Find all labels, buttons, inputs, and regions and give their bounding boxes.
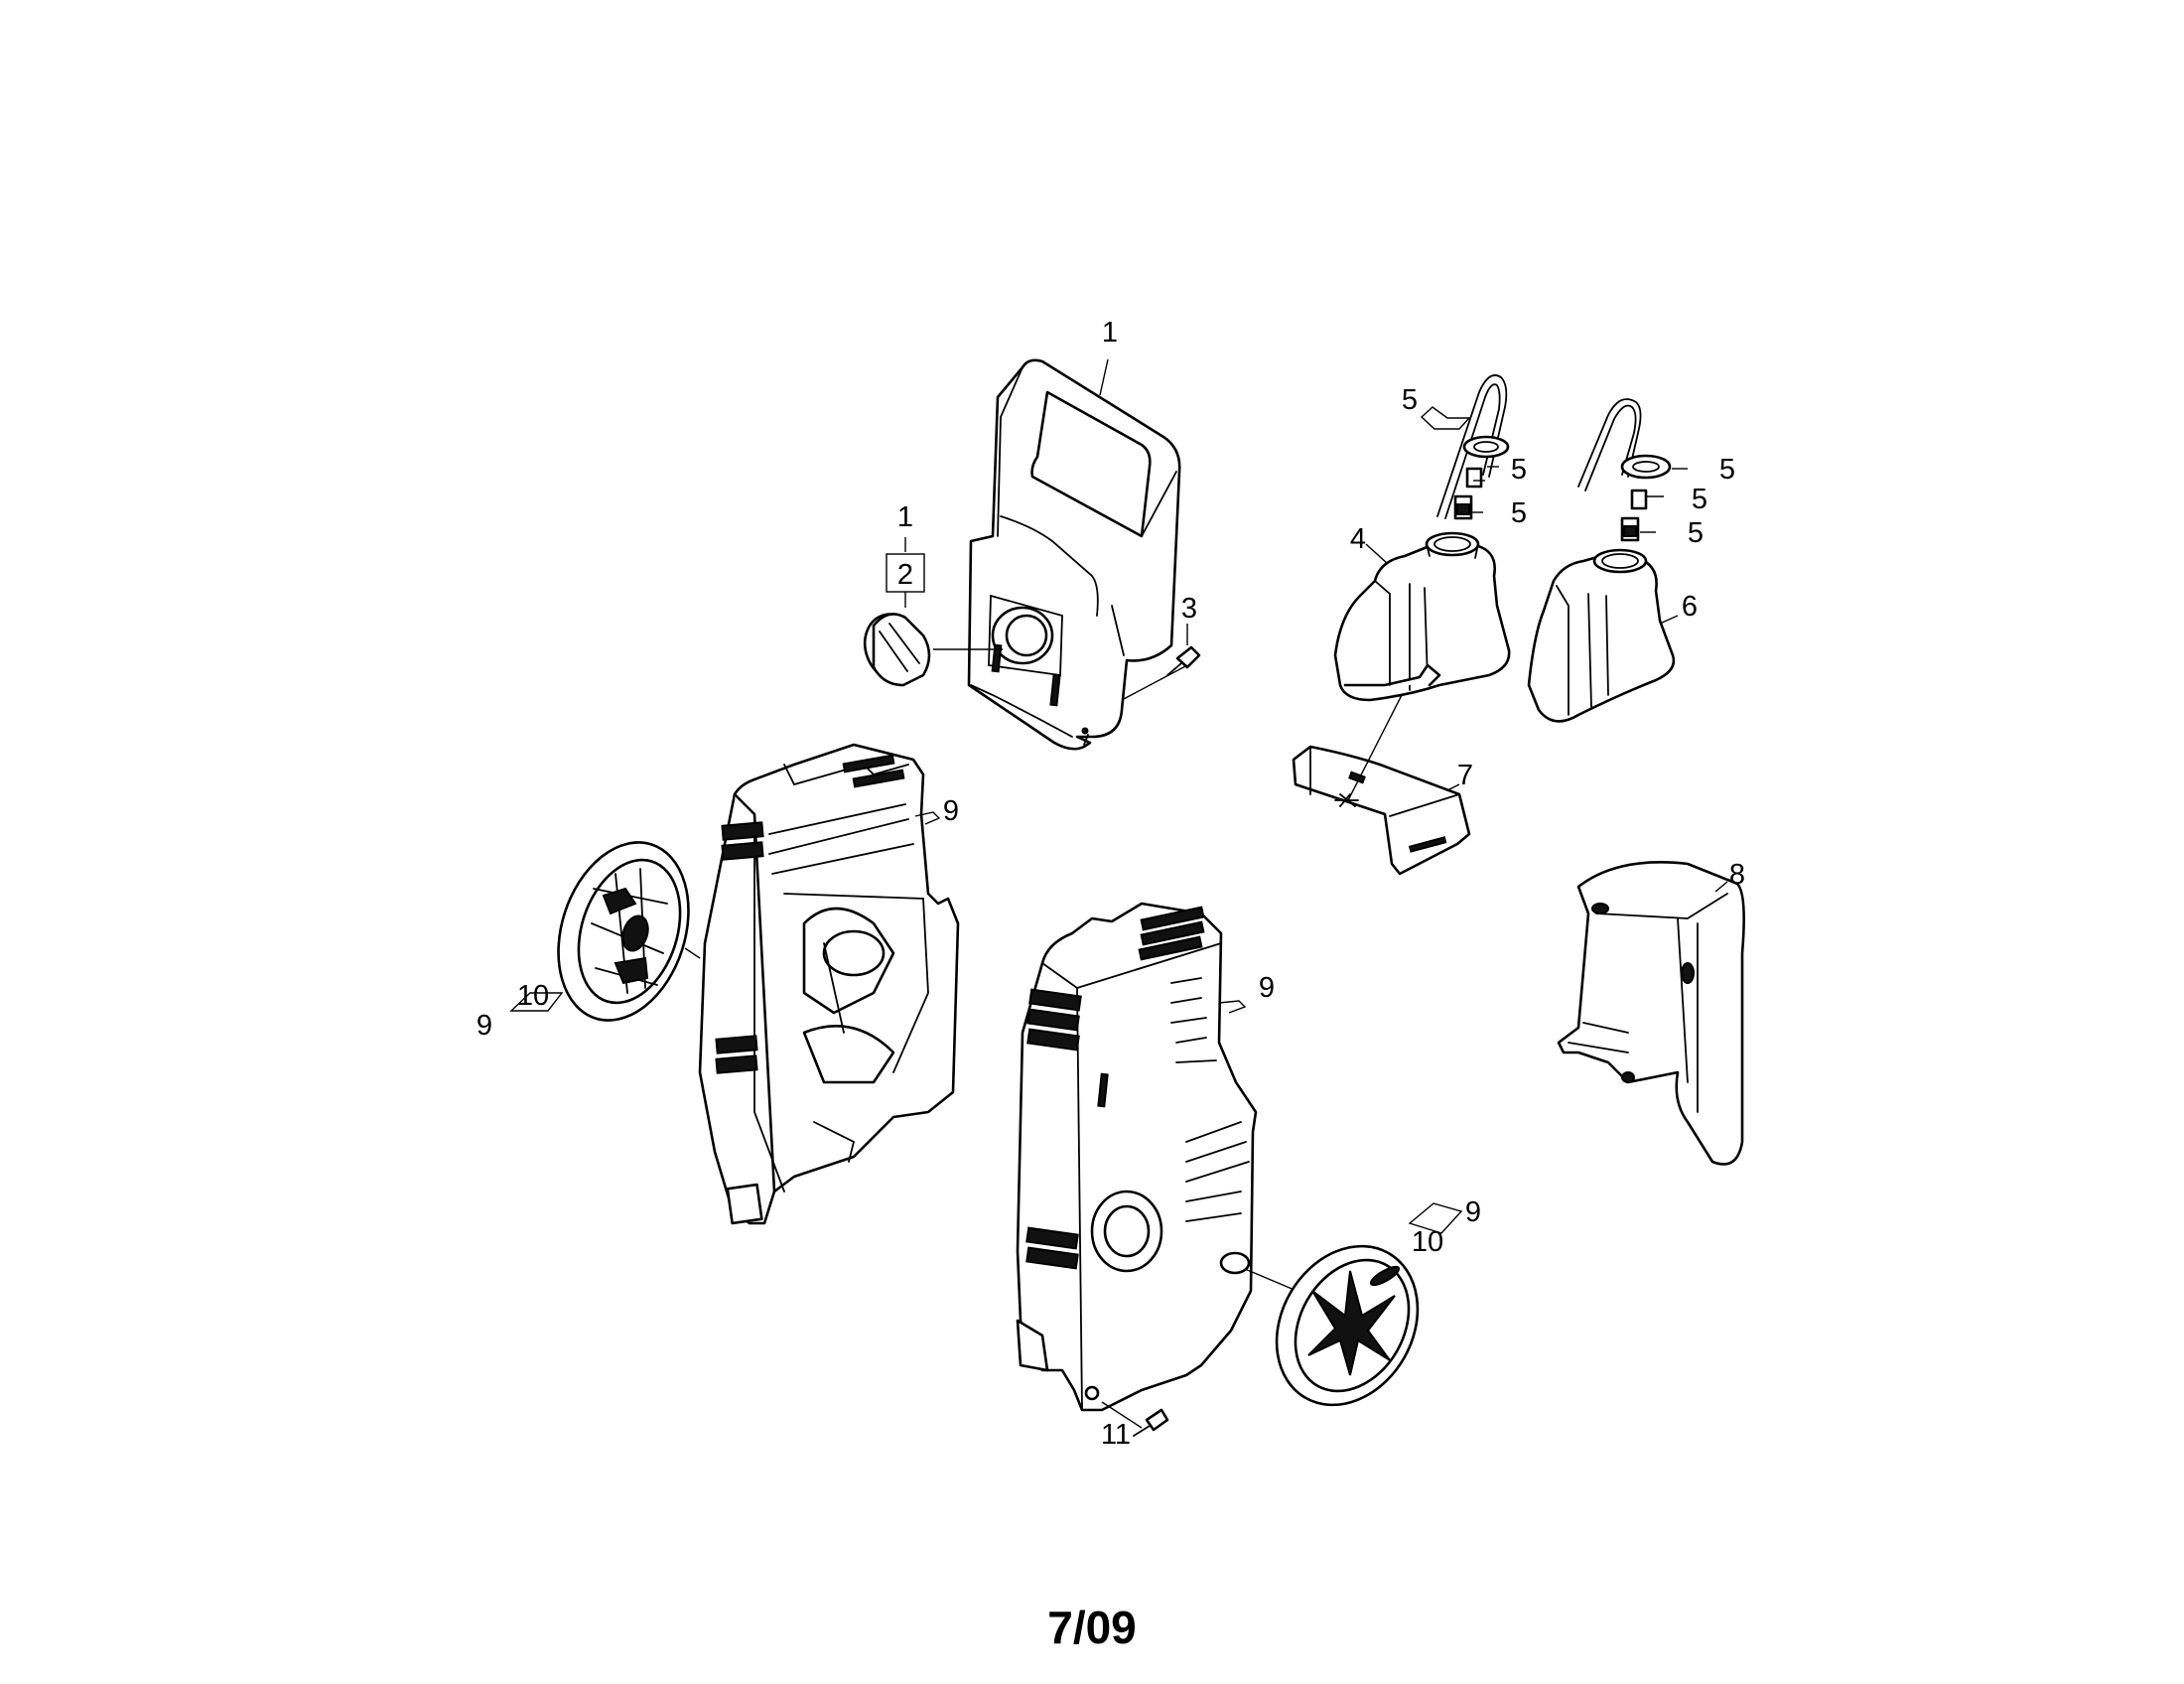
callout-5-left-bracket: 5 <box>1402 384 1418 416</box>
callout-5-left-valve: 5 <box>1511 497 1527 529</box>
left-housing-half <box>698 743 960 1225</box>
part-5-tube-set-left <box>1436 374 1510 520</box>
part-8-rear-guard <box>1557 861 1745 1166</box>
callout-6-tank: 6 <box>1682 591 1698 623</box>
callout-5-right-ring: 5 <box>1719 454 1735 486</box>
callout-5-left-ring: 5 <box>1511 454 1527 486</box>
part-2-knob <box>863 613 1003 687</box>
callout-3-screw: 3 <box>1181 593 1197 625</box>
callout-labels: 1 1 2 3 4 5 5 5 5 5 5 6 7 8 9 10 9 9 9 1… <box>477 317 1745 1451</box>
callout-leaders <box>509 358 1728 1234</box>
callout-5-right-valve: 5 <box>1688 517 1704 549</box>
right-wheel <box>1275 1244 1420 1407</box>
callout-9-right-housing: 9 <box>1259 972 1275 1004</box>
left-wheel <box>557 841 701 1022</box>
callout-10-left-wheel: 10 <box>517 980 549 1012</box>
part-4-detergent-tank <box>1333 531 1511 702</box>
part-1-handle-cover <box>967 358 1181 751</box>
callout-9-left-wheel: 9 <box>477 1010 492 1042</box>
callout-8-guard: 8 <box>1729 859 1745 891</box>
part-3-screw <box>1121 645 1201 701</box>
callout-10-right-wheel: 10 <box>1412 1226 1443 1258</box>
callout-2-knob: 2 <box>897 559 913 591</box>
part-11-screw <box>1101 1401 1169 1437</box>
right-housing-half <box>1016 902 1309 1412</box>
callout-9-right-wheel: 9 <box>1465 1196 1481 1228</box>
callout-1-knob: 1 <box>897 501 913 533</box>
callout-4-tank: 4 <box>1350 523 1366 555</box>
callout-11-screw: 11 <box>1101 1419 1131 1451</box>
callout-5-right-tube: 5 <box>1692 484 1707 515</box>
callout-1-handle: 1 <box>1102 317 1118 349</box>
callout-9-left-housing: 9 <box>943 795 959 827</box>
part-7-tray <box>1292 694 1471 876</box>
footer-date-code: 7/09 <box>1047 1602 1137 1653</box>
callout-7-tray: 7 <box>1457 760 1473 791</box>
part-5-tube-set-right <box>1577 398 1672 542</box>
part-6-detergent-tank <box>1527 548 1676 723</box>
